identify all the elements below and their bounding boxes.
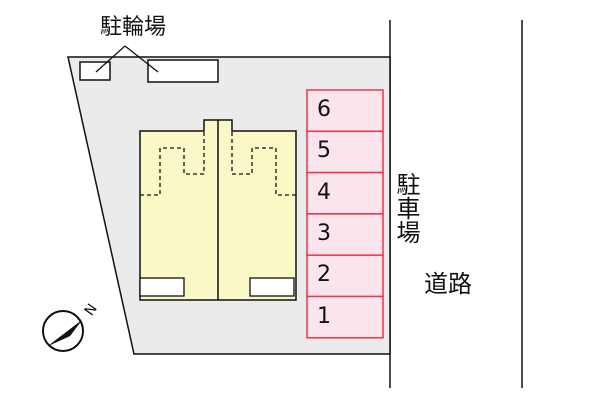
parking-space-number: 3 xyxy=(317,220,331,246)
parking-space-number: 5 xyxy=(317,138,331,164)
parking-space-number: 6 xyxy=(317,97,331,122)
parking-space-number: 2 xyxy=(317,262,331,288)
balcony-outline-right xyxy=(231,131,296,196)
road-label: 道路 xyxy=(424,270,472,298)
balcony-outline-left xyxy=(140,131,205,196)
bicycle-parking-label: 駐輪場 xyxy=(100,15,167,40)
parking-space-number: 4 xyxy=(317,179,331,205)
bicycle-stall-small xyxy=(79,61,111,81)
bicycle-label-leader xyxy=(95,45,126,73)
parking-label: 駐車場 xyxy=(392,172,420,244)
bicycle-stall-large xyxy=(147,59,219,83)
parking-space xyxy=(306,254,384,298)
parking-space xyxy=(306,89,384,133)
parking-space-number: 1 xyxy=(317,303,331,329)
north-arrow-icon xyxy=(42,310,84,352)
building-entrance-right xyxy=(249,277,295,297)
parking-spaces xyxy=(306,89,384,339)
parking-space xyxy=(306,295,384,339)
bicycle-label-leader xyxy=(124,45,159,73)
building-entrance-left xyxy=(139,277,185,297)
